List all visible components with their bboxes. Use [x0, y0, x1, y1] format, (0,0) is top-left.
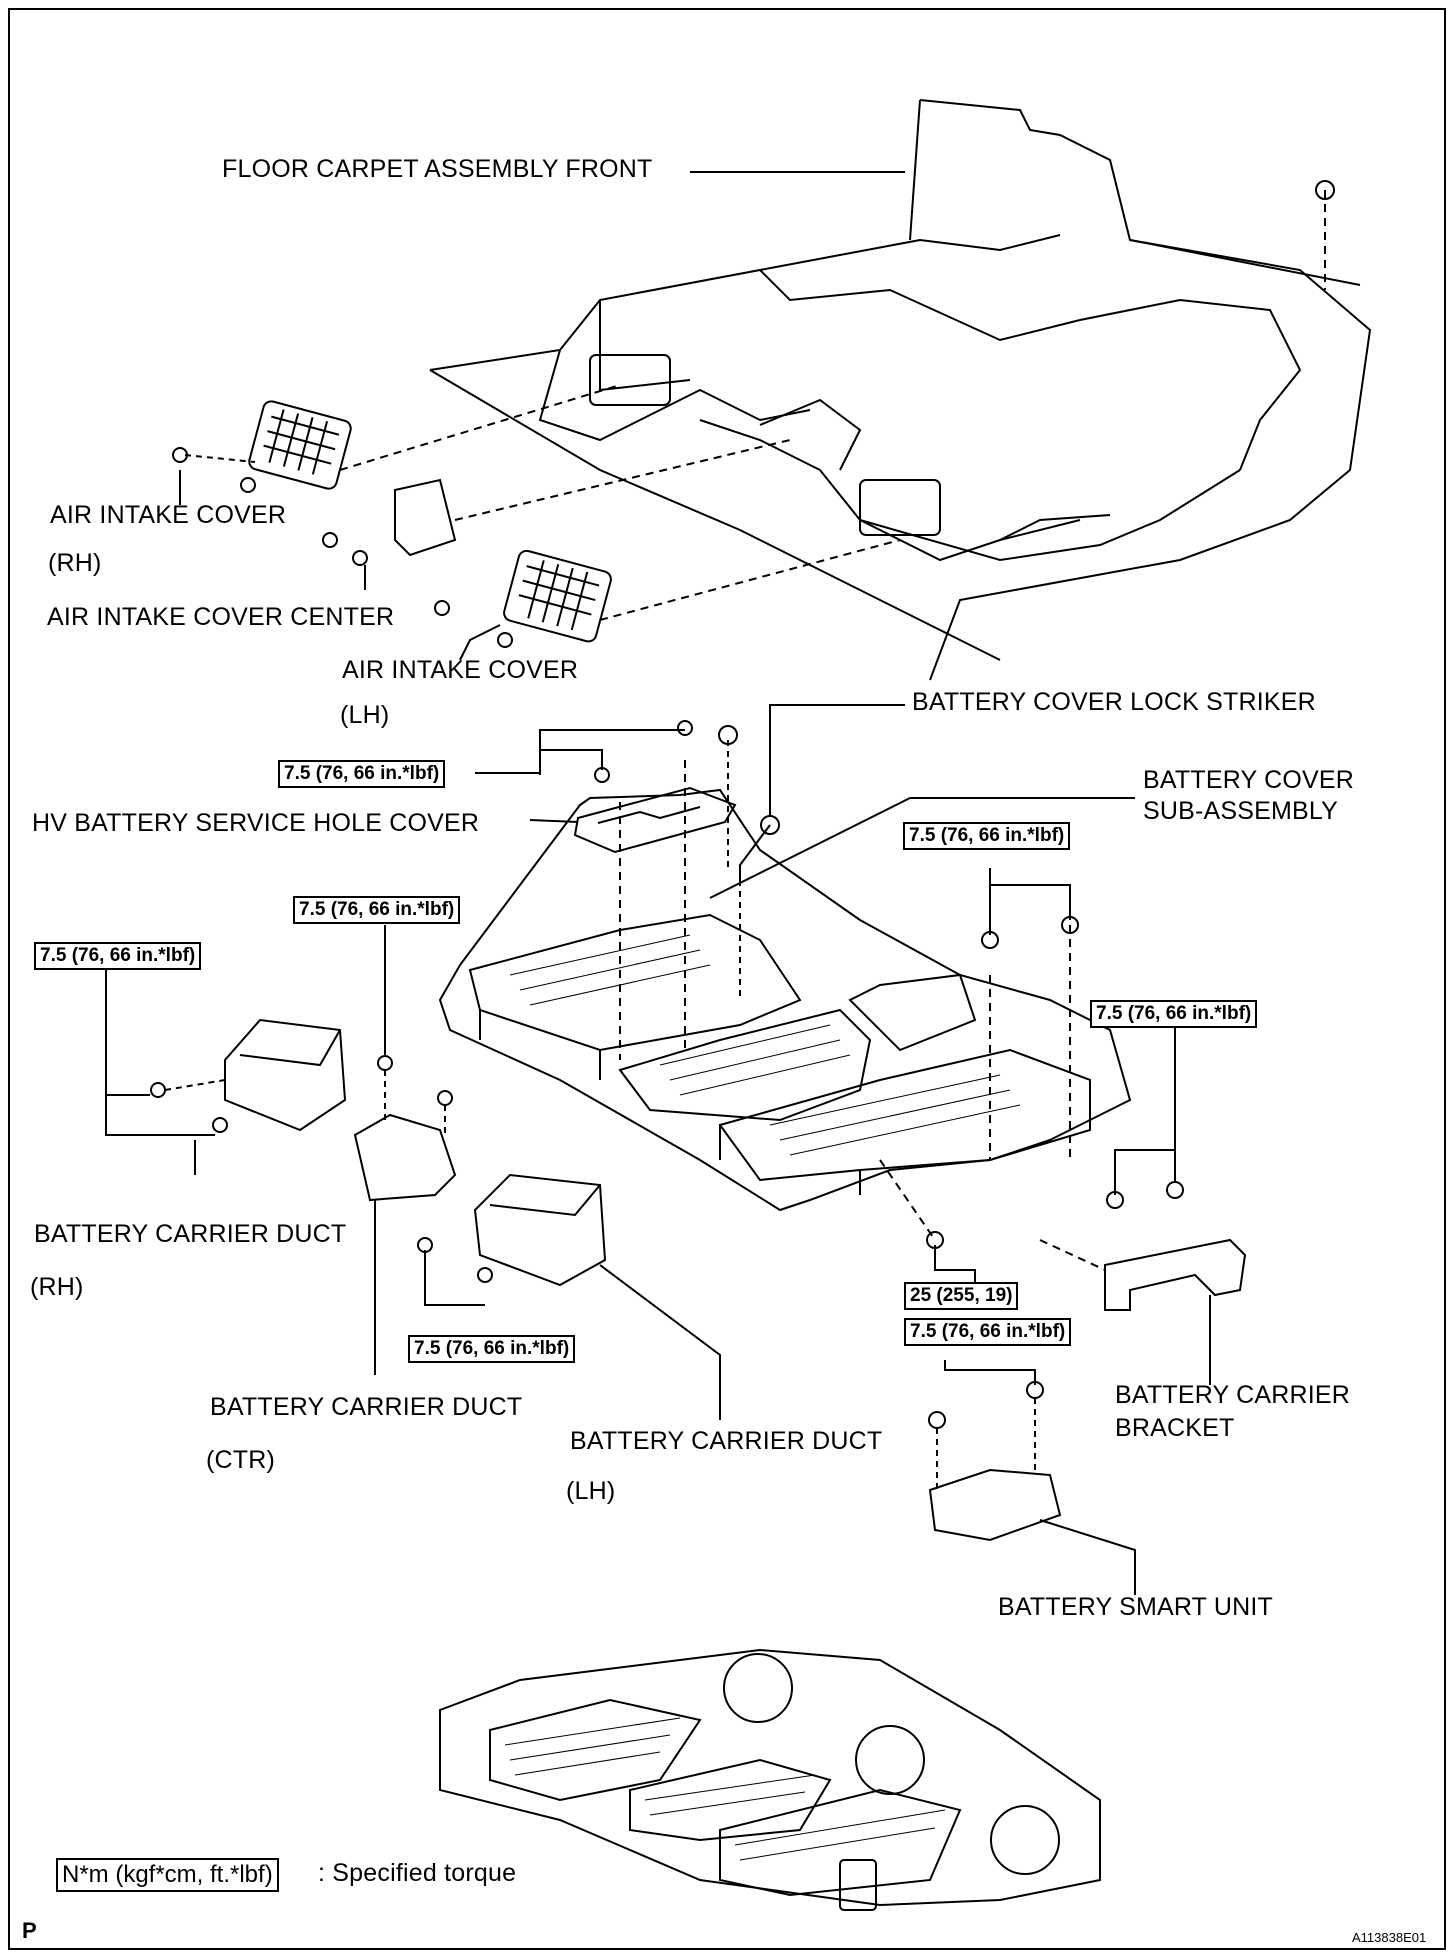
service-hole-cover-drawing	[475, 704, 905, 870]
air-intake-covers-drawing	[172, 384, 901, 661]
air-intake-rh-side-label: (RH)	[48, 549, 102, 577]
lock-striker-label: BATTERY COVER LOCK STRIKER	[912, 688, 1316, 716]
torque-duct-lh: 7.5 (76, 66 in.*lbf)	[408, 1335, 576, 1363]
carrier-duct-rh-label: BATTERY CARRIER DUCT	[34, 1220, 347, 1248]
figure-id: A113838E01	[1352, 1930, 1427, 1945]
carrier-ducts-drawing	[105, 925, 721, 1420]
carrier-bracket-label-1: BATTERY CARRIER	[1115, 1381, 1350, 1409]
torque-heavy-bolt: 25 (255, 19)	[904, 1282, 1019, 1310]
torque-service-cover: 7.5 (76, 66 in.*lbf)	[278, 760, 446, 788]
air-intake-rh-label: AIR INTAKE COVER	[50, 501, 287, 529]
bracket-smart-unit-drawing	[879, 1015, 1247, 1595]
torque-duct-ctr-upper: 7.5 (76, 66 in.*lbf)	[293, 896, 461, 924]
carrier-duct-ctr-label: BATTERY CARRIER DUCT	[210, 1393, 523, 1421]
torque-battery-cover: 7.5 (76, 66 in.*lbf)	[903, 822, 1071, 850]
figure-border	[8, 8, 1446, 1950]
battery-cover-label-1: BATTERY COVER	[1143, 766, 1354, 794]
smart-unit-label: BATTERY SMART UNIT	[998, 1593, 1273, 1621]
battery-cover-drawing	[438, 760, 1135, 1212]
carrier-duct-lh-side-label: (LH)	[566, 1477, 616, 1505]
carrier-duct-lh-label: BATTERY CARRIER DUCT	[570, 1427, 883, 1455]
torque-bracket: 7.5 (76, 66 in.*lbf)	[1090, 1000, 1258, 1028]
battery-cover-label-2: SUB-ASSEMBLY	[1143, 797, 1339, 825]
legend-torque-text: : Specified torque	[318, 1859, 517, 1887]
legend-torque-box: N*m (kgf*cm, ft.*lbf)	[56, 1858, 279, 1892]
air-intake-lh-side-label: (LH)	[340, 701, 390, 729]
carrier-duct-ctr-side-label: (CTR)	[206, 1446, 276, 1474]
floor-carpet-label: FLOOR CARPET ASSEMBLY FRONT	[222, 155, 653, 183]
torque-smart-unit: 7.5 (76, 66 in.*lbf)	[904, 1318, 1072, 1346]
service-hole-cover-label: HV BATTERY SERVICE HOLE COVER	[32, 809, 480, 837]
air-intake-lh-label: AIR INTAKE COVER	[342, 656, 579, 684]
page-mark: P	[22, 1918, 37, 1943]
battery-pack-drawing	[439, 1648, 1101, 1911]
carrier-duct-rh-side-label: (RH)	[30, 1273, 84, 1301]
carrier-bracket-label-2: BRACKET	[1115, 1414, 1235, 1442]
torque-duct-rh: 7.5 (76, 66 in.*lbf)	[34, 942, 202, 970]
air-intake-center-label: AIR INTAKE COVER CENTER	[47, 603, 395, 631]
